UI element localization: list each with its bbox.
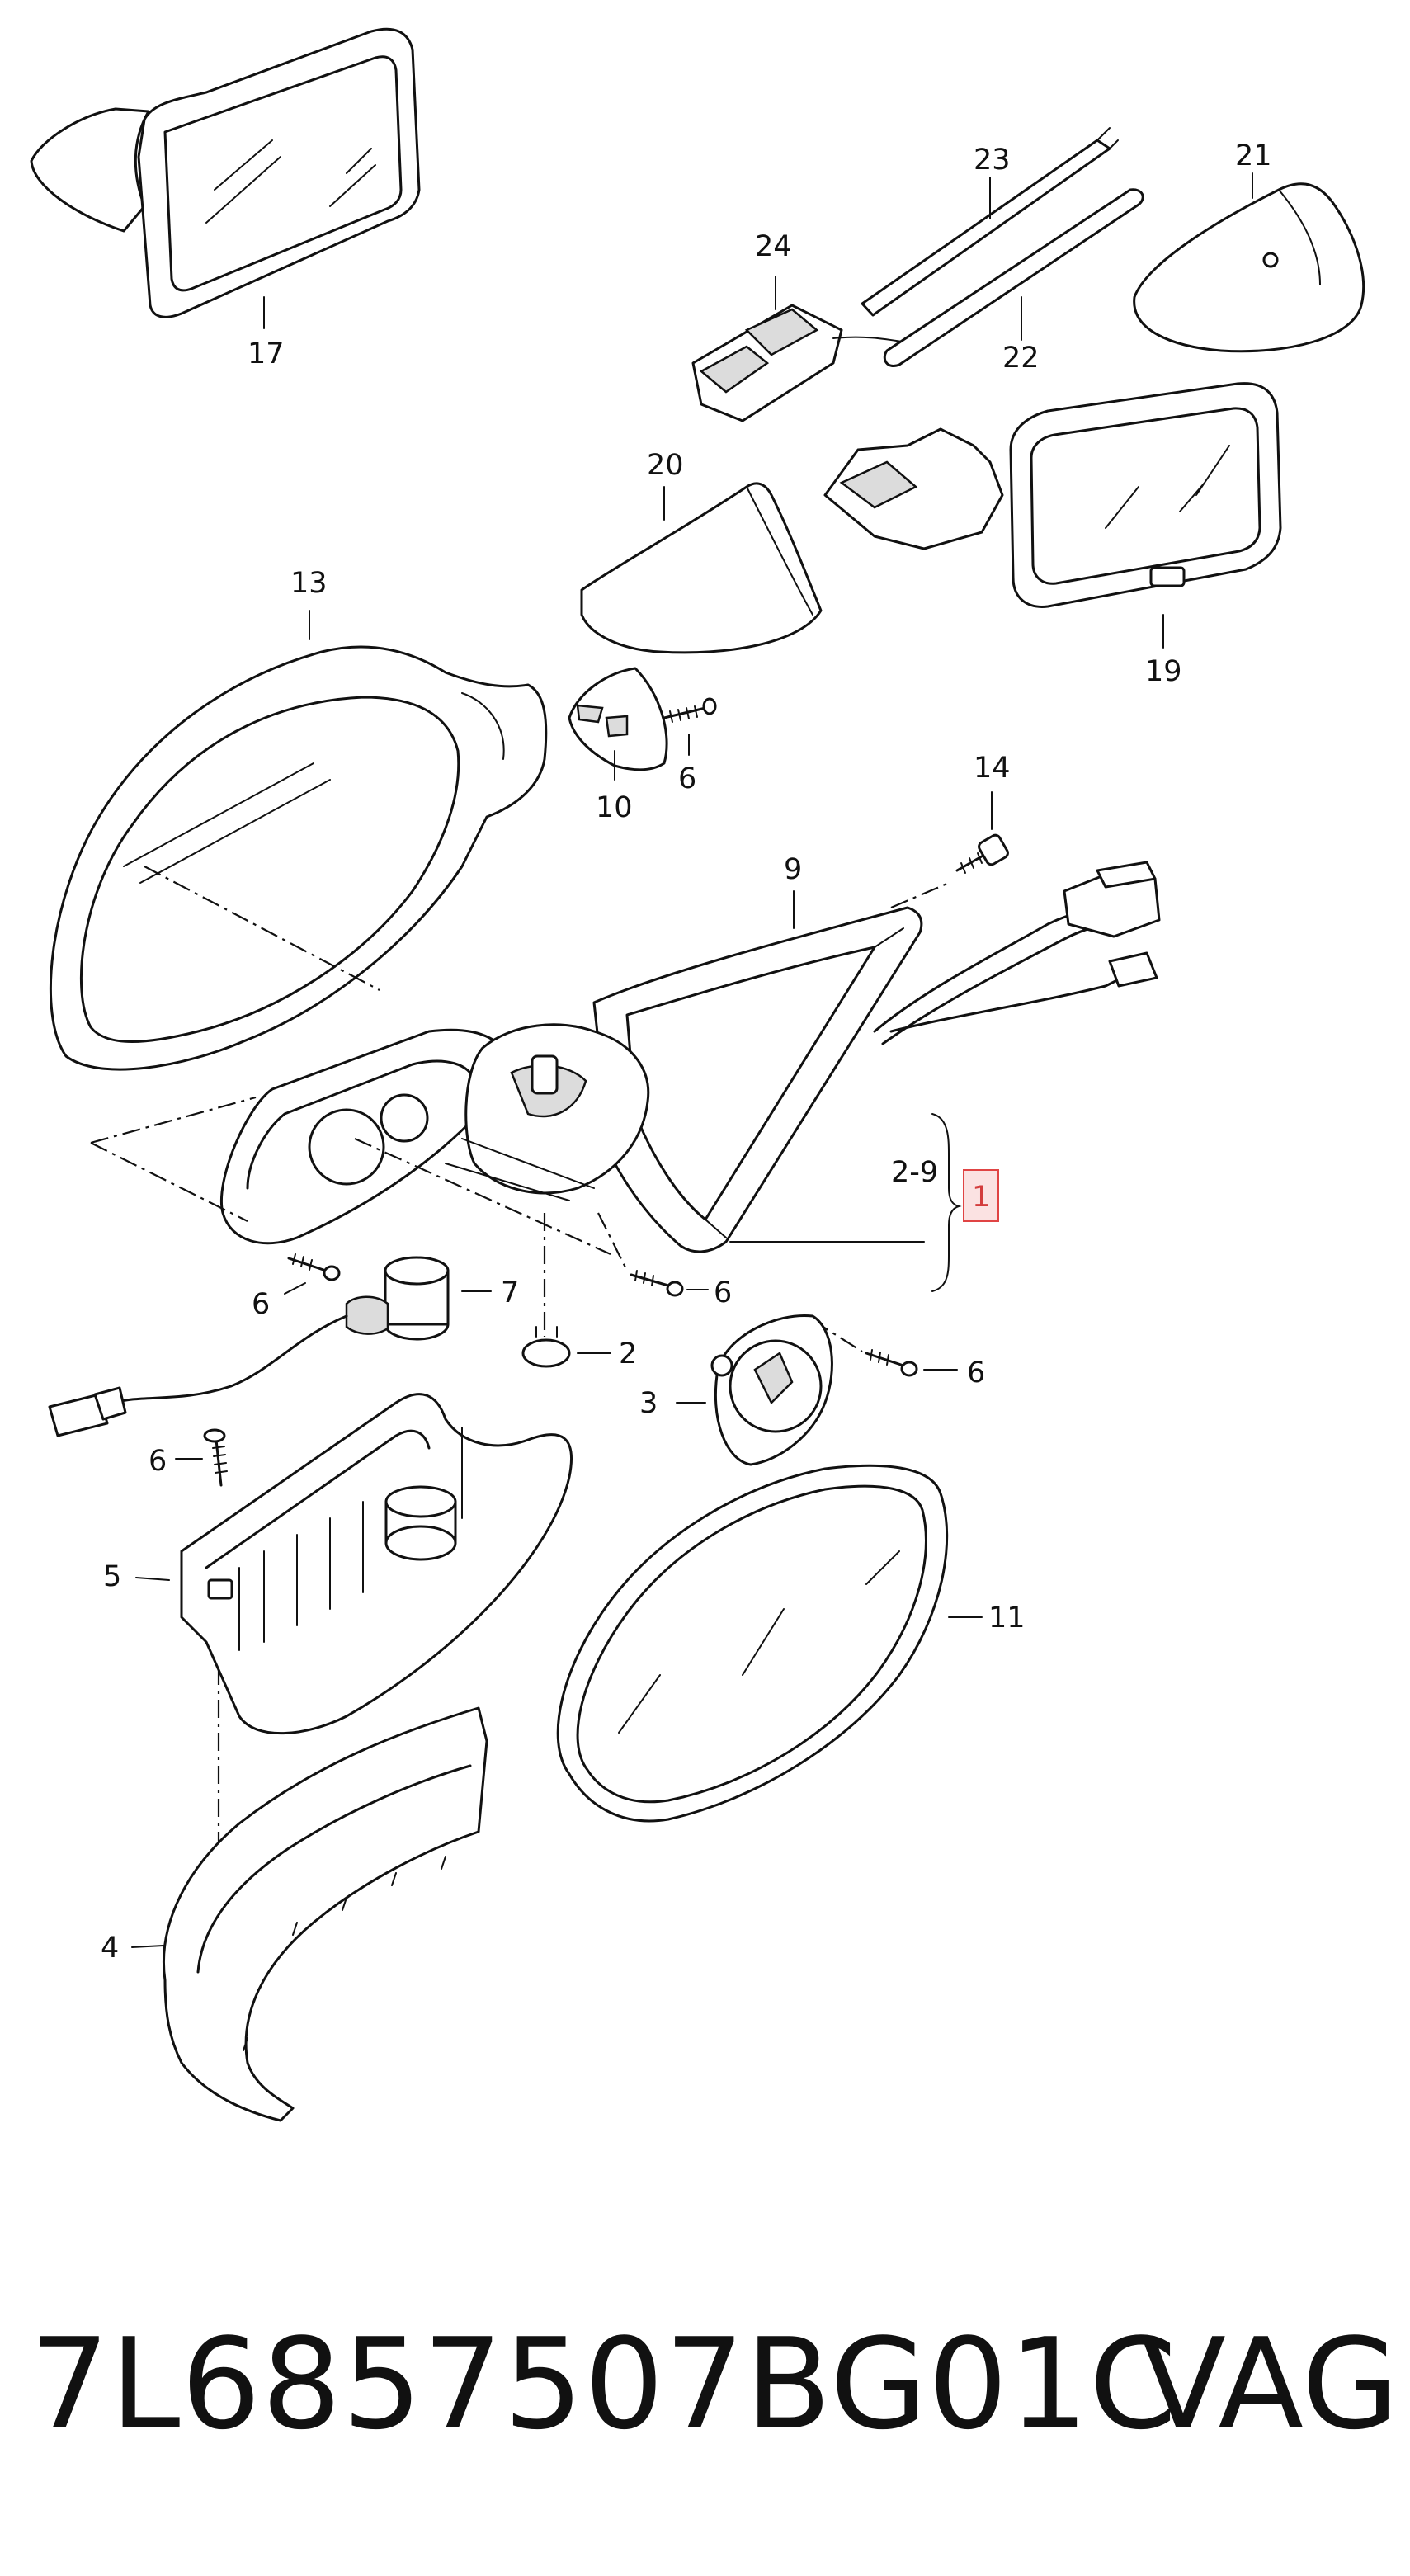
group-bracket: 2-9 1: [729, 1113, 999, 1292]
cable-harness: [873, 861, 1161, 1045]
label-4: 4: [101, 1932, 119, 1965]
bracket-plate: [220, 1023, 650, 1245]
screw-6-lower: 6: [149, 1428, 228, 1487]
label-range-2-9: 2-9: [891, 1156, 938, 1189]
label-22: 22: [1002, 342, 1040, 375]
label-10: 10: [596, 791, 633, 824]
indicator-strip-23: 23: [861, 127, 1119, 317]
mirror-with-bracket-19: 19: [823, 382, 1282, 688]
mirror-housing-13: 13: [49, 567, 548, 1071]
screw-6-right: 6: [812, 1319, 985, 1389]
label-7: 7: [501, 1276, 519, 1309]
adjust-motor-7: 7: [48, 1256, 519, 1437]
mirror-assembly-17: 17: [30, 27, 421, 370]
label-5: 5: [103, 1560, 121, 1593]
screw-6-top: 6: [663, 697, 717, 795]
label-6-left: 6: [252, 1288, 270, 1321]
label-11: 11: [988, 1602, 1026, 1635]
label-23: 23: [974, 144, 1011, 177]
label-14: 14: [974, 752, 1011, 785]
label-6-top: 6: [678, 762, 696, 795]
connector-module-24: 24: [691, 230, 925, 422]
label-17: 17: [248, 337, 285, 370]
label-6-lower: 6: [149, 1445, 167, 1478]
brand-label: VAG: [1140, 2311, 1399, 2457]
label-3: 3: [639, 1387, 658, 1420]
label-1-highlight: 1: [972, 1181, 990, 1214]
cap-shell-20: 20: [580, 449, 823, 654]
cover-cap-21: 21: [1133, 139, 1365, 353]
label-24: 24: [755, 230, 792, 263]
screw-14: 14: [955, 752, 1011, 874]
label-21: 21: [1235, 139, 1272, 172]
screw-6-center: 6: [630, 1270, 732, 1309]
label-13: 13: [290, 567, 328, 600]
label-20: 20: [647, 449, 684, 482]
label-9: 9: [784, 853, 802, 886]
seal-10: 10: [568, 667, 668, 824]
base-frame-9: 9: [592, 853, 950, 1253]
cap-2: 2: [521, 1326, 637, 1371]
lower-cover-4: 4: [101, 1706, 488, 2122]
part-number: 7L6857507BG01C: [30, 2311, 1178, 2457]
indicator-lens-22: 22: [883, 188, 1144, 375]
label-6-right: 6: [967, 1356, 985, 1389]
mirror-glass-11: 11: [556, 1464, 1026, 1823]
label-6-center: 6: [714, 1276, 732, 1309]
adjustment-unit-3: 3: [639, 1314, 833, 1466]
screw-6-left: 6: [252, 1253, 341, 1321]
label-2: 2: [619, 1338, 637, 1371]
label-19: 19: [1145, 655, 1182, 688]
lower-housing-5: 5: [103, 1393, 573, 1735]
